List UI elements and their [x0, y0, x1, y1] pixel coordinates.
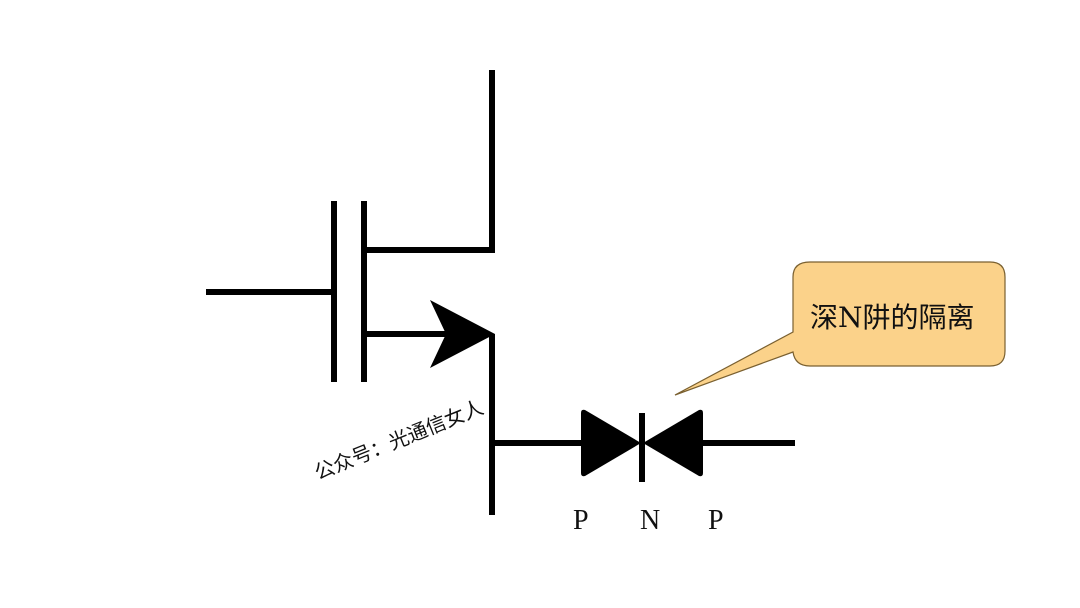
junction-label-n: N [640, 505, 660, 536]
junction-label-p1: P [573, 505, 589, 536]
diode-right-icon [643, 409, 703, 477]
callout-bubble: 深N阱的隔离 [674, 261, 1006, 396]
watermark-text: 公众号：光通信女人 [311, 395, 487, 485]
callout-text: 深N阱的隔离 [810, 301, 975, 334]
pnp-diode-pair [581, 409, 795, 482]
callout-shape [674, 261, 1006, 396]
diode-left-icon [581, 409, 641, 477]
mosfet-symbol [206, 70, 582, 515]
source-arrow-icon [430, 300, 495, 368]
junction-label-p2: P [708, 505, 724, 536]
